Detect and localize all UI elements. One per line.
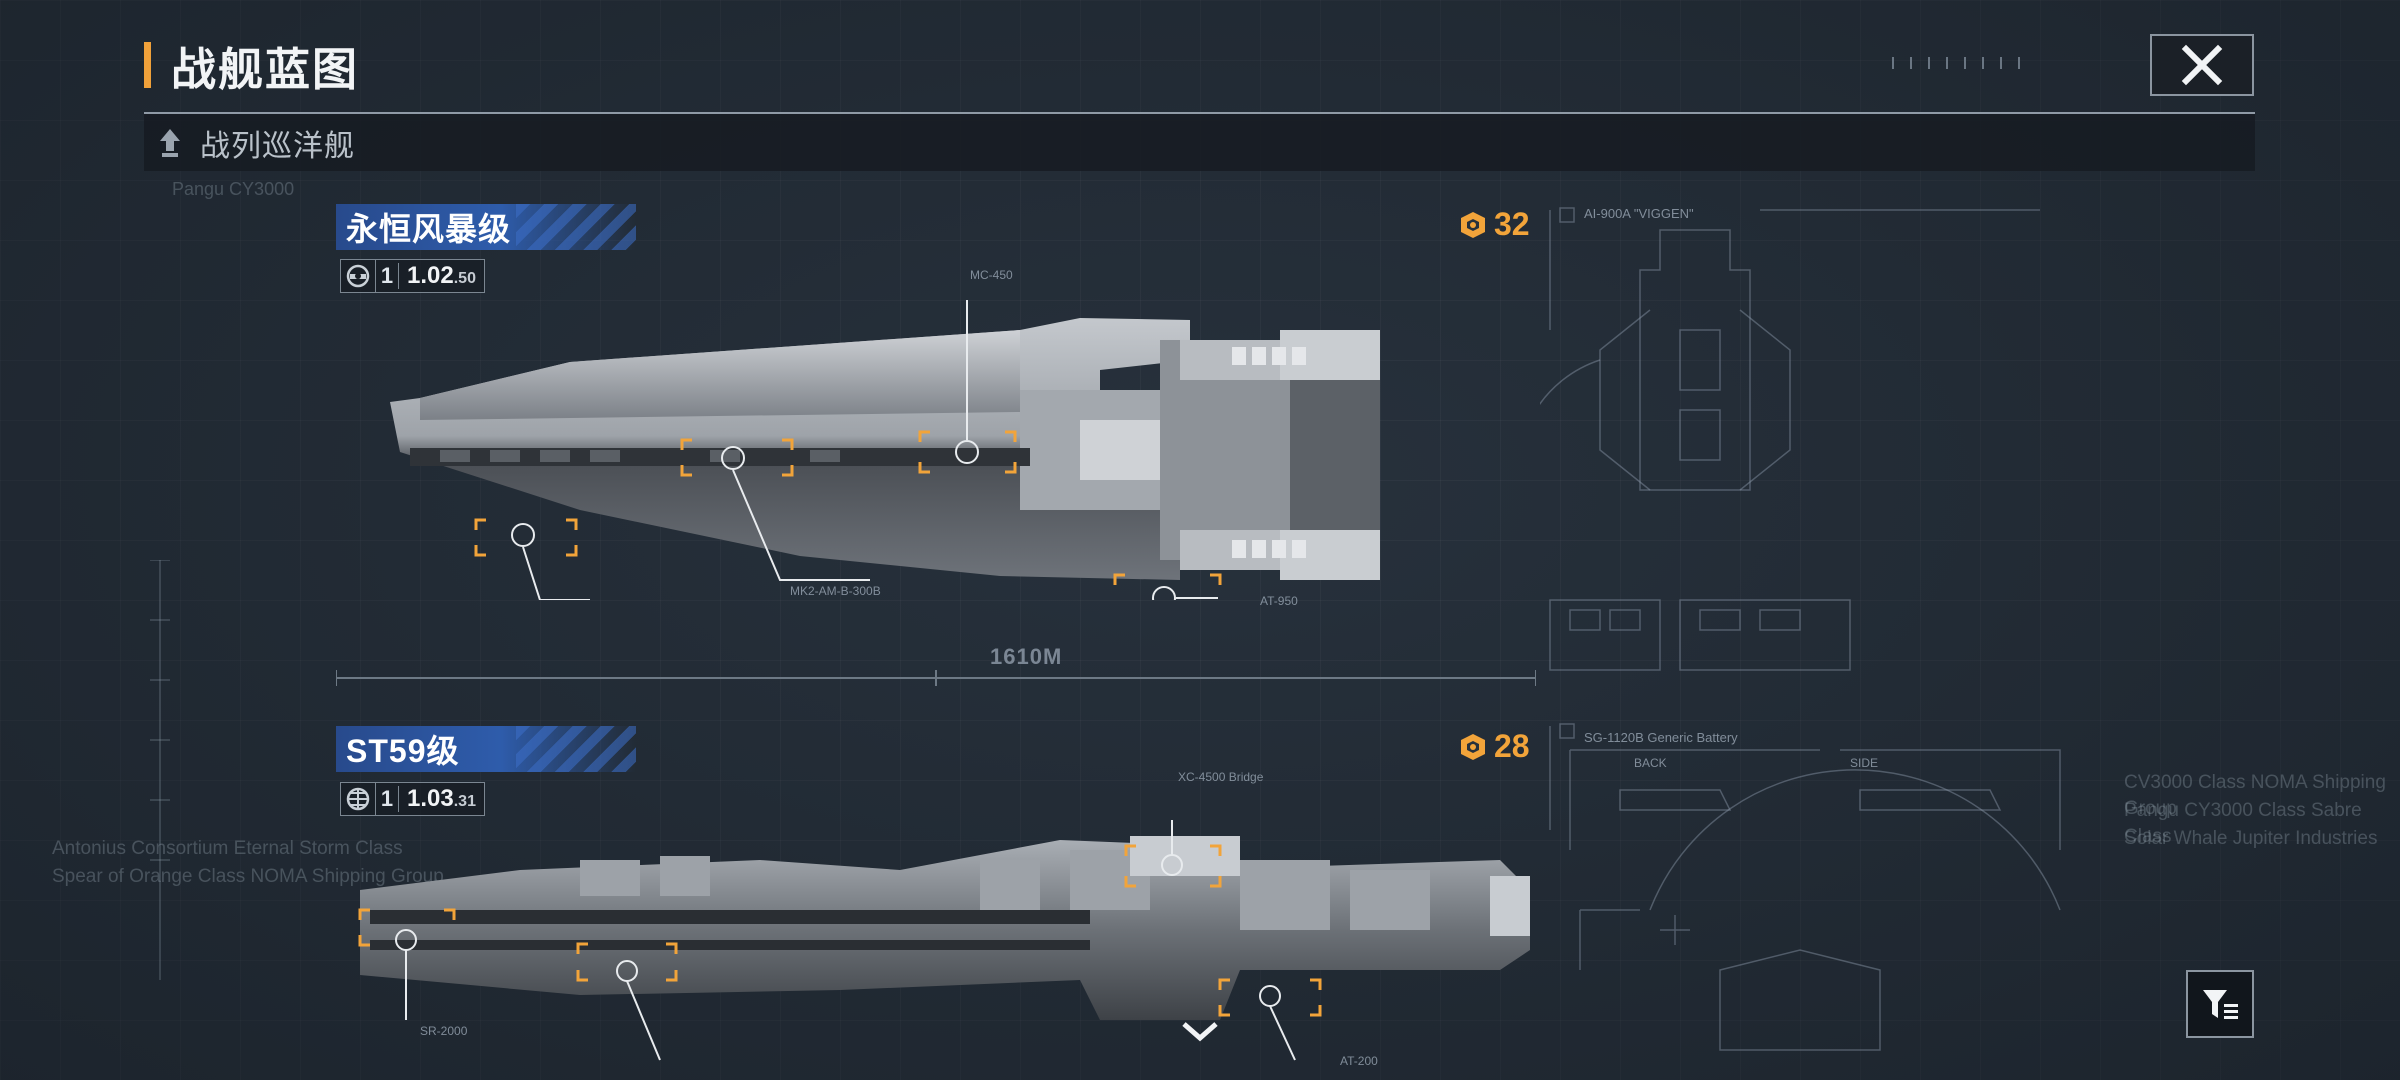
blueprint-label: SG-1120B Generic Battery [1584, 730, 1738, 745]
ship-tier: 1 [376, 263, 399, 289]
bg-text: Pangu CY3000 [172, 179, 295, 199]
ship-name: ST59级 [346, 733, 460, 769]
blueprint-label: AI-900A "VIGGEN" [1584, 206, 1694, 221]
ship-card-2-tag[interactable]: ST59级 [336, 726, 636, 772]
length-ruler [336, 670, 1536, 686]
ship-class-icon [160, 128, 180, 157]
title-accent [144, 42, 151, 88]
annotation: AT-200 [1340, 1054, 1378, 1068]
ship-card-1-tag[interactable]: 永恒风暴级 [336, 204, 636, 250]
command-point-icon [1461, 211, 1485, 238]
blueprint-drawings [1540, 207, 2061, 1051]
ship-cost: 32 [1458, 206, 1530, 243]
ship-cost: 28 [1458, 728, 1530, 765]
page-title: 战舰蓝图 [171, 43, 360, 95]
blueprint-label: SIDE [1850, 756, 1879, 770]
ship-model-1[interactable] [380, 300, 1520, 600]
ship-length: 1610M [990, 644, 1063, 669]
page-header: 战舰蓝图 [144, 40, 359, 95]
ship-model-2[interactable] [340, 820, 1540, 1080]
bg-text: CV3000 Class NOMA Shipping Group [2124, 772, 2386, 819]
bg-text: Antonius Consortium Eternal Storm Class [52, 838, 403, 859]
bg-text: Spear of Orange Class NOMA Shipping Grou… [52, 866, 444, 887]
ship-version: 1.03.31 [407, 785, 476, 812]
cost-value: 32 [1494, 206, 1530, 242]
command-point-icon [1461, 733, 1485, 760]
ship-stats: 1 1.03.31 [340, 782, 485, 816]
filter-button[interactable] [2186, 970, 2254, 1038]
annotation: MK2-AM-B-300B [790, 584, 881, 598]
ship-tier: 1 [376, 786, 399, 812]
chevron-down-icon[interactable] [1180, 1020, 1220, 1044]
bg-text: Solar Whale Jupiter Industries [2124, 828, 2378, 849]
annotation: SR-2000 [420, 1024, 468, 1038]
category-label: 战列巡洋舰 [200, 129, 355, 163]
close-button[interactable] [2150, 34, 2254, 96]
bg-text: Pangu CY3000 Class Sabre Class [2124, 800, 2362, 847]
category-bar[interactable]: 战列巡洋舰 [144, 114, 2255, 171]
left-ruler-decor [150, 560, 170, 980]
faction-helm-icon [341, 260, 376, 292]
decorative-ticks [1892, 57, 2020, 69]
annotation: AT-950 [1260, 594, 1298, 608]
ship-stats: 1 1.02.50 [340, 259, 485, 293]
ship-name: 永恒风暴级 [346, 211, 512, 247]
ship-version: 1.02.50 [407, 262, 476, 289]
header-divider [144, 112, 2255, 114]
faction-globe-icon [341, 783, 376, 815]
blueprint-label: BACK [1634, 756, 1667, 770]
close-icon [2181, 44, 2223, 86]
annotation: MC-450 [970, 268, 1013, 282]
annotation: XC-4500 Bridge [1178, 770, 1264, 784]
cost-value: 28 [1494, 728, 1530, 764]
filter-icon [2203, 990, 2238, 1019]
